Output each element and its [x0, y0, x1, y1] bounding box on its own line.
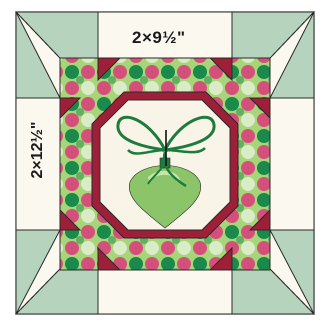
top-dimension-label: 2×9½"	[132, 28, 186, 48]
right-strip	[270, 98, 314, 230]
side-dimension-label: 2×12½"	[29, 122, 47, 179]
bottom-strip	[98, 270, 232, 314]
